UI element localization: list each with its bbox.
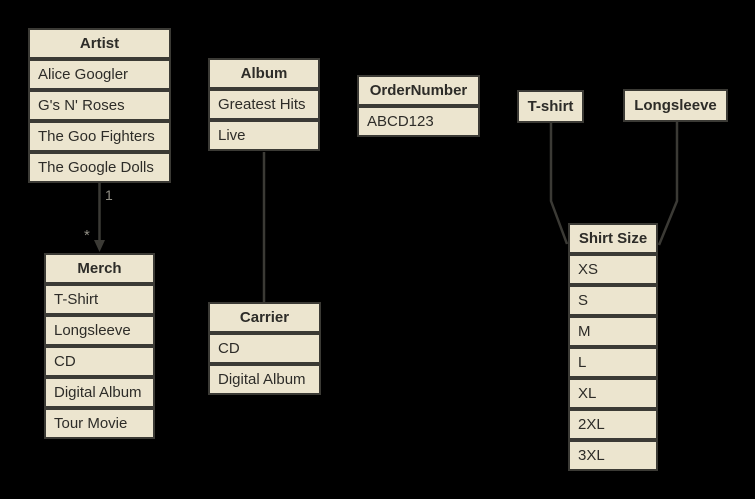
entity-shirtsize-row: XL: [568, 378, 658, 409]
entity-tshirt-header: T-shirt: [517, 90, 584, 123]
entity-shirtsize-row: 2XL: [568, 409, 658, 440]
entity-artist-row: Alice Googler: [28, 59, 171, 90]
entity-shirtsize-row: L: [568, 347, 658, 378]
entity-shirtsize: Shirt Size XS S M L XL 2XL 3XL: [568, 223, 658, 471]
entity-album: Album Greatest Hits Live: [208, 58, 320, 151]
entity-tshirt: T-shirt: [517, 90, 584, 123]
entity-artist: Artist Alice Googler G's N' Roses The Go…: [28, 28, 171, 183]
entity-ordernumber: OrderNumber ABCD123: [357, 75, 480, 137]
entity-ordernumber-header: OrderNumber: [357, 75, 480, 106]
entity-longsleeve-header: Longsleeve: [623, 89, 728, 122]
entity-carrier-row: CD: [208, 333, 321, 364]
entity-album-row: Greatest Hits: [208, 89, 320, 120]
entity-album-header: Album: [208, 58, 320, 89]
entity-carrier-header: Carrier: [208, 302, 321, 333]
edge-artist-merch-arrowhead: [94, 240, 105, 252]
entity-artist-row: The Goo Fighters: [28, 121, 171, 152]
entity-merch: Merch T-Shirt Longsleeve CD Digital Albu…: [44, 253, 155, 439]
entity-merch-header: Merch: [44, 253, 155, 284]
entity-shirtsize-row: S: [568, 285, 658, 316]
entity-album-row: Live: [208, 120, 320, 151]
entity-longsleeve: Longsleeve: [623, 89, 728, 122]
entity-carrier-row: Digital Album: [208, 364, 321, 395]
entity-merch-row: CD: [44, 346, 155, 377]
edge-longsleeve-shirtsize: [657, 121, 679, 246]
entity-artist-header: Artist: [28, 28, 171, 59]
entity-shirtsize-header: Shirt Size: [568, 223, 658, 254]
entity-shirtsize-row: XS: [568, 254, 658, 285]
entity-merch-row: T-Shirt: [44, 284, 155, 315]
entity-merch-row: Longsleeve: [44, 315, 155, 346]
entity-artist-row: G's N' Roses: [28, 90, 171, 121]
entity-merch-row: Digital Album: [44, 377, 155, 408]
entity-carrier: Carrier CD Digital Album: [208, 302, 321, 395]
entity-shirtsize-row: M: [568, 316, 658, 347]
entity-ordernumber-row: ABCD123: [357, 106, 480, 137]
entity-merch-row: Tour Movie: [44, 408, 155, 439]
entity-artist-row: The Google Dolls: [28, 152, 171, 183]
cardinality-label-many: *: [84, 227, 90, 244]
edge-tshirt-shirtsize: [549, 122, 569, 245]
entity-shirtsize-row: 3XL: [568, 440, 658, 471]
cardinality-label-one: 1: [105, 187, 113, 203]
